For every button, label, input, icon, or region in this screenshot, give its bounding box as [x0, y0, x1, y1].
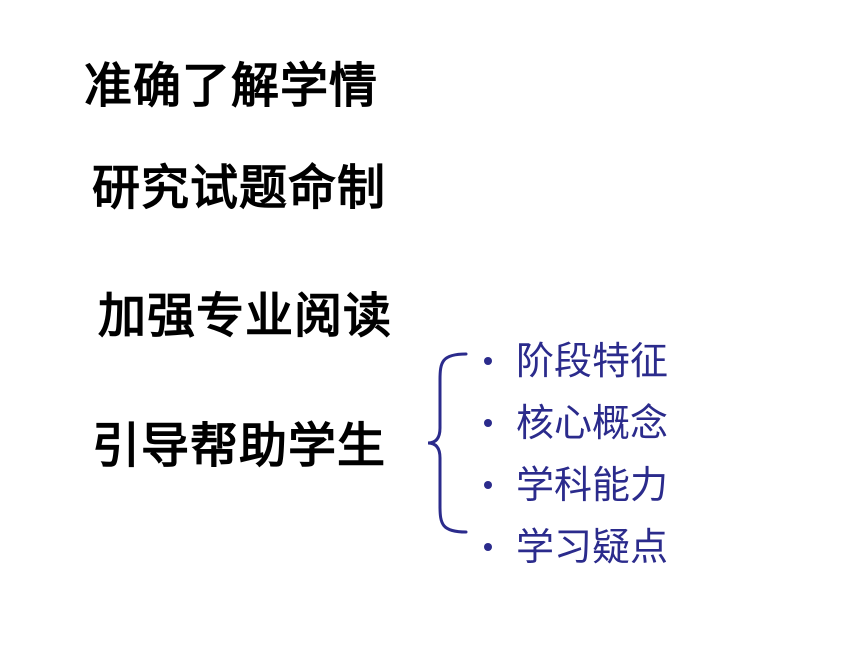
sub-item-label: 阶段特征	[516, 339, 669, 383]
sub-item-list: 阶段特征 核心概念 学科能力 学习疑点	[484, 330, 668, 578]
list-item: 学科能力	[484, 454, 668, 516]
list-item: 核心概念	[484, 392, 668, 454]
heading-professional-reading: 加强专业阅读	[98, 288, 393, 344]
bullet-icon	[484, 481, 492, 489]
sub-item-label: 学科能力	[516, 463, 669, 507]
sub-item-label: 核心概念	[516, 401, 669, 445]
list-item: 学习疑点	[484, 516, 668, 578]
bullet-icon	[484, 543, 492, 551]
heading-guide-students: 引导帮助学生	[92, 418, 387, 474]
bullet-icon	[484, 419, 492, 427]
list-item: 阶段特征	[484, 330, 668, 392]
sub-item-label: 学习疑点	[516, 525, 669, 569]
left-brace-icon	[427, 352, 468, 534]
heading-study-exam-design: 研究试题命制	[92, 160, 387, 216]
heading-understand-students: 准确了解学情	[84, 58, 379, 114]
bullet-icon	[484, 357, 492, 365]
